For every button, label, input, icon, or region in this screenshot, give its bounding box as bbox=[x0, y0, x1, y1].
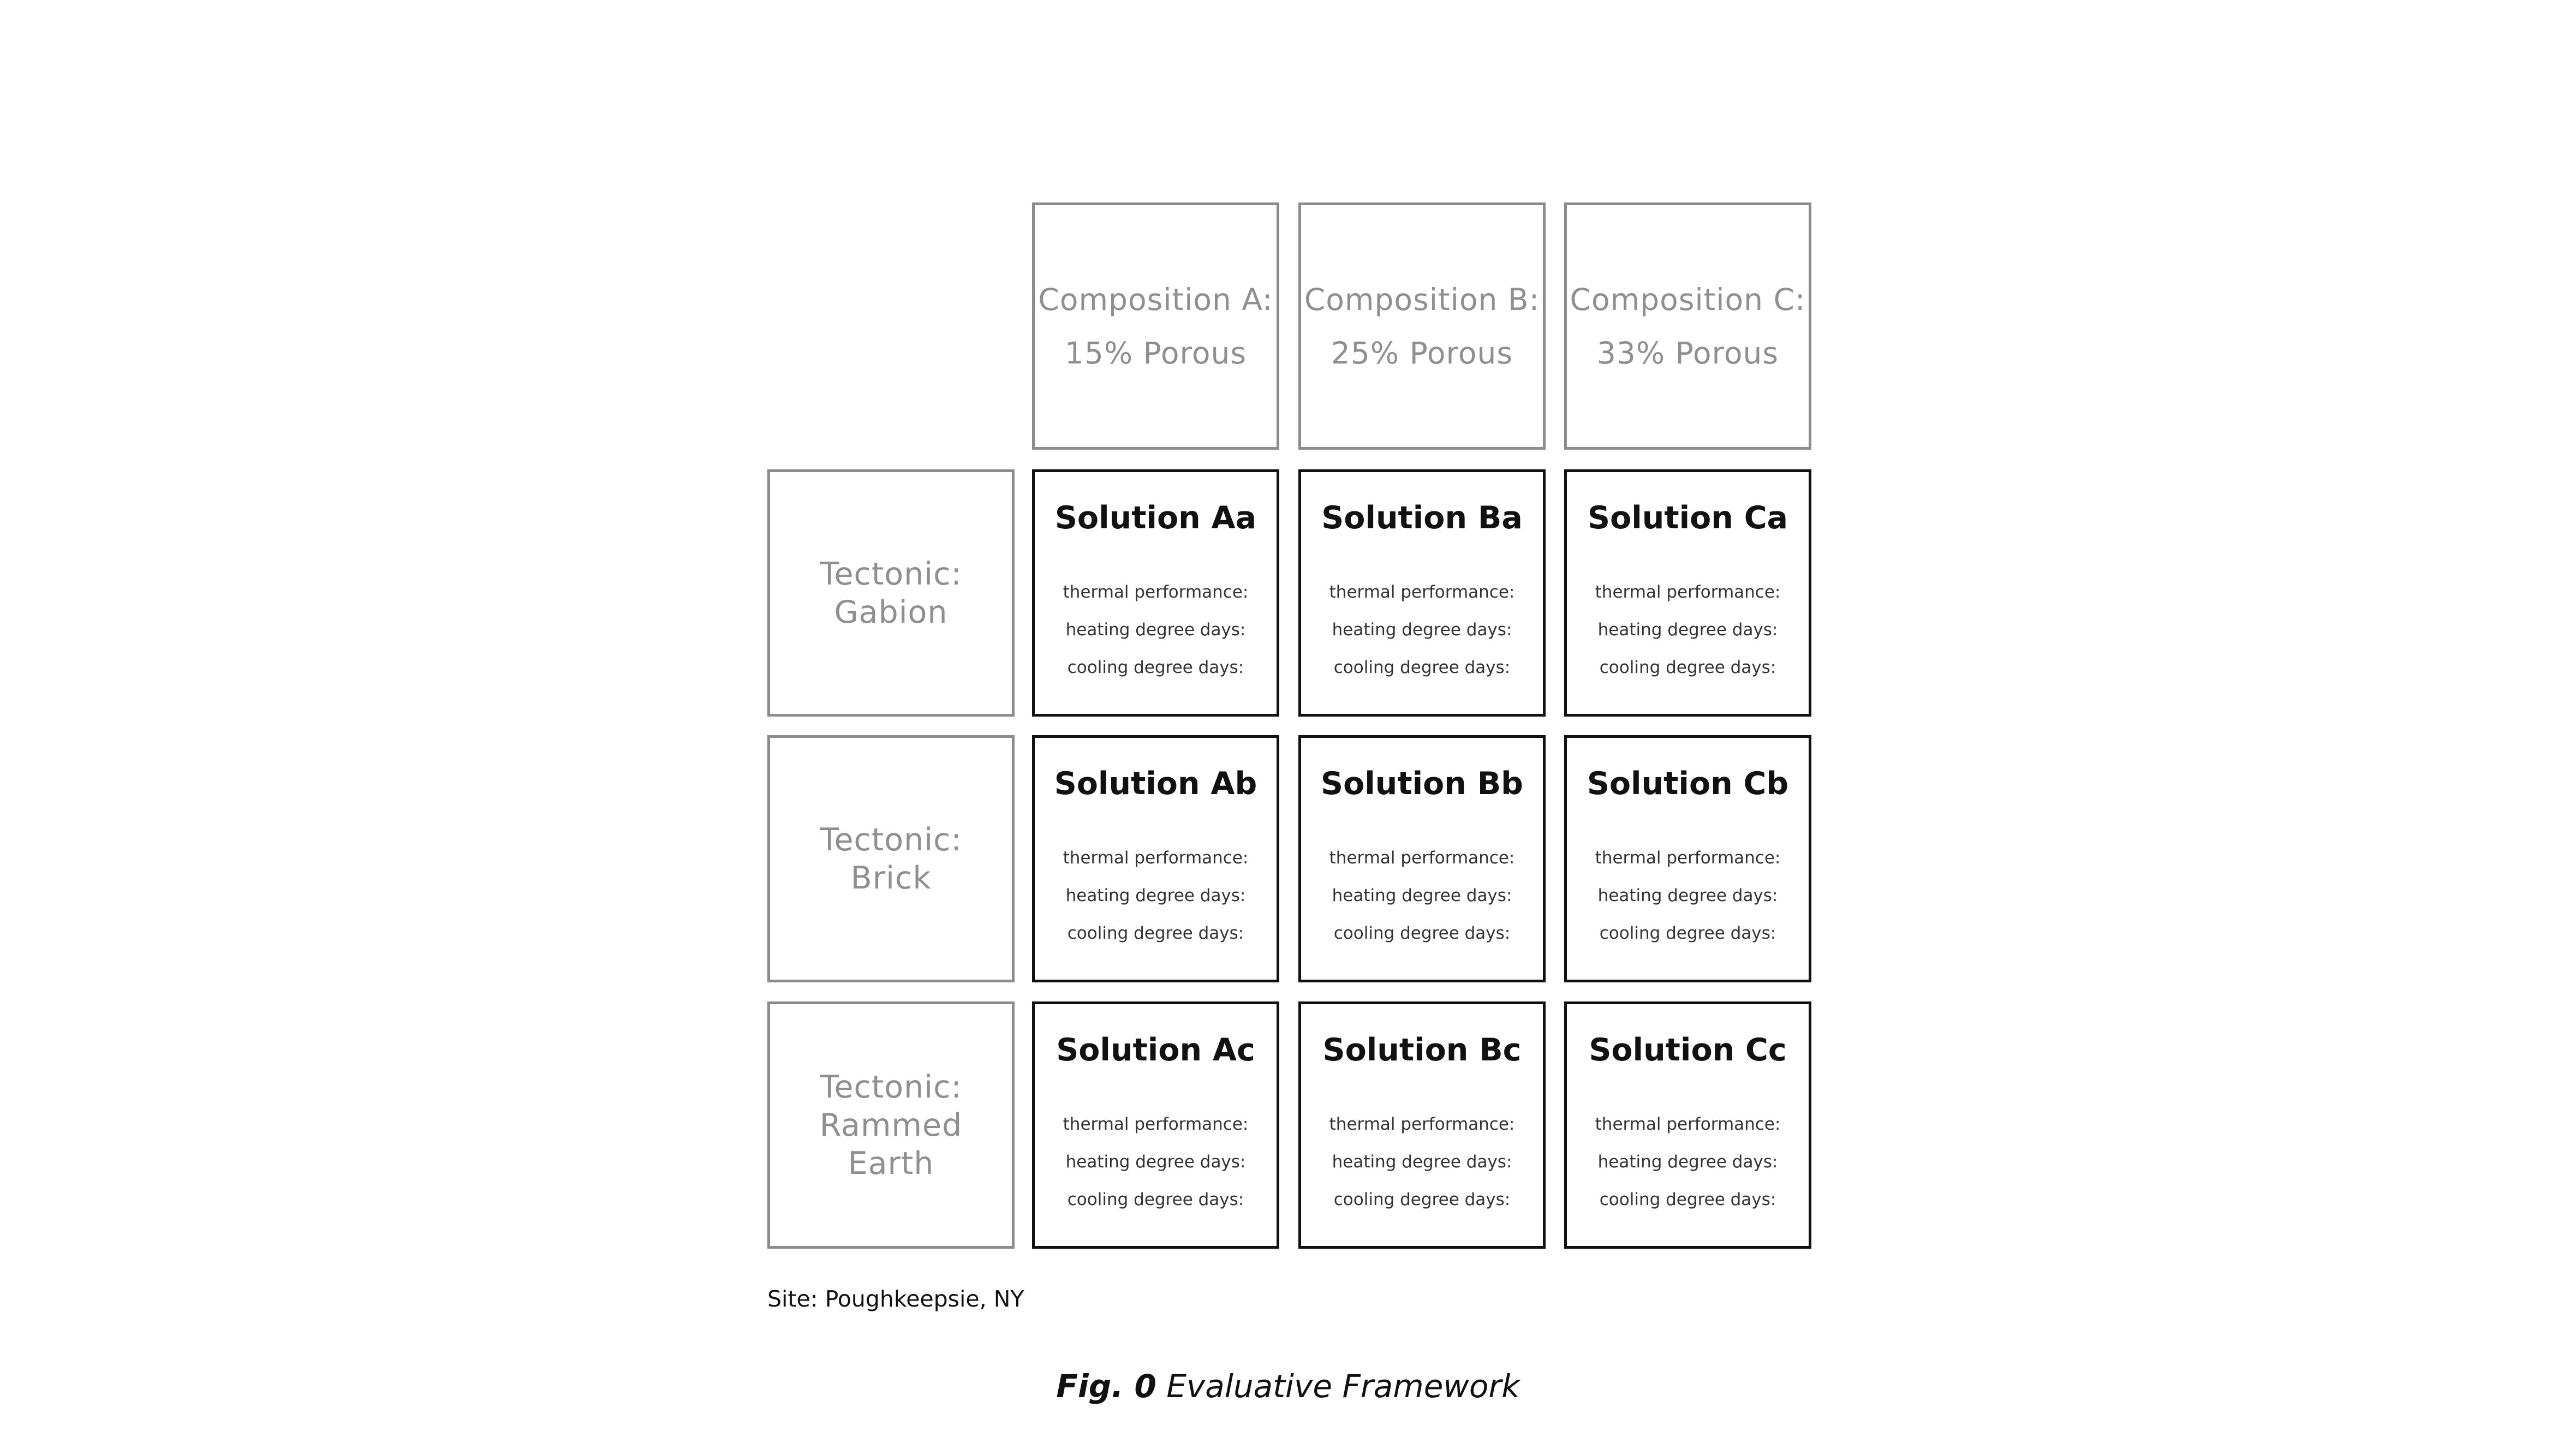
heating-degree-days-label: heating degree days: bbox=[1597, 886, 1778, 905]
column-header-label: Composition A: bbox=[1038, 282, 1273, 317]
solution-title: Solution Ac bbox=[1056, 1032, 1255, 1068]
row-header-gabion: Tectonic: Gabion bbox=[767, 469, 1015, 717]
row-header-label: Tectonic: bbox=[820, 1069, 962, 1105]
heating-degree-days-label: heating degree days: bbox=[1597, 1152, 1778, 1172]
heating-degree-days-label: heating degree days: bbox=[1065, 1152, 1246, 1172]
site-label: Site: Poughkeepsie, NY bbox=[767, 1286, 1024, 1312]
cooling-degree-days-label: cooling degree days: bbox=[1599, 923, 1776, 943]
thermal-performance-label: thermal performance: bbox=[1595, 848, 1781, 868]
solution-title: Solution Ab bbox=[1054, 766, 1257, 802]
column-header-porosity: 25% Porous bbox=[1331, 335, 1513, 371]
row-header-label: Tectonic: bbox=[820, 556, 962, 592]
solution-cell-aa: Solution Aa thermal performance: heating… bbox=[1032, 469, 1279, 717]
heating-degree-days-label: heating degree days: bbox=[1065, 886, 1246, 905]
figure-number: Fig. 0 bbox=[1056, 1368, 1156, 1405]
row-header-material: Brick bbox=[850, 860, 932, 896]
column-header-composition-a: Composition A: 15% Porous bbox=[1032, 202, 1279, 450]
heating-degree-days-label: heating degree days: bbox=[1332, 620, 1512, 640]
column-header-composition-c: Composition C: 33% Porous bbox=[1564, 202, 1811, 450]
solution-title: Solution Ba bbox=[1321, 500, 1523, 536]
figure-title: Evaluative Framework bbox=[1166, 1368, 1520, 1405]
solution-cell-ba: Solution Ba thermal performance: heating… bbox=[1298, 469, 1546, 717]
heating-degree-days-label: heating degree days: bbox=[1065, 620, 1246, 640]
thermal-performance-label: thermal performance: bbox=[1063, 848, 1249, 868]
row-header-material-2: Earth bbox=[848, 1145, 934, 1182]
solution-cell-cb: Solution Cb thermal performance: heating… bbox=[1564, 735, 1811, 982]
thermal-performance-label: thermal performance: bbox=[1595, 582, 1781, 602]
column-header-label: Composition C: bbox=[1570, 282, 1806, 317]
thermal-performance-label: thermal performance: bbox=[1595, 1114, 1781, 1134]
cooling-degree-days-label: cooling degree days: bbox=[1067, 1190, 1244, 1209]
column-header-composition-b: Composition B: 25% Porous bbox=[1298, 202, 1546, 450]
solution-cell-bb: Solution Bb thermal performance: heating… bbox=[1298, 735, 1546, 982]
heating-degree-days-label: heating degree days: bbox=[1332, 886, 1512, 905]
thermal-performance-label: thermal performance: bbox=[1329, 848, 1515, 868]
thermal-performance-label: thermal performance: bbox=[1329, 1114, 1515, 1134]
thermal-performance-label: thermal performance: bbox=[1063, 582, 1249, 602]
solution-title: Solution Ca bbox=[1588, 500, 1788, 536]
cooling-degree-days-label: cooling degree days: bbox=[1067, 923, 1244, 943]
solution-title: Solution Bc bbox=[1322, 1032, 1522, 1068]
row-header-brick: Tectonic: Brick bbox=[767, 735, 1015, 982]
row-header-material: Rammed bbox=[819, 1107, 963, 1143]
column-header-porosity: 33% Porous bbox=[1596, 335, 1779, 371]
solution-title: Solution Cc bbox=[1589, 1032, 1787, 1068]
column-header-porosity: 15% Porous bbox=[1064, 335, 1247, 371]
cooling-degree-days-label: cooling degree days: bbox=[1333, 923, 1511, 943]
row-header-label: Tectonic: bbox=[820, 821, 962, 858]
cooling-degree-days-label: cooling degree days: bbox=[1599, 1190, 1776, 1209]
solution-title: Solution Cb bbox=[1587, 766, 1789, 802]
thermal-performance-label: thermal performance: bbox=[1063, 1114, 1249, 1134]
heating-degree-days-label: heating degree days: bbox=[1332, 1152, 1512, 1172]
thermal-performance-label: thermal performance: bbox=[1329, 582, 1515, 602]
cooling-degree-days-label: cooling degree days: bbox=[1333, 658, 1511, 677]
cooling-degree-days-label: cooling degree days: bbox=[1067, 658, 1244, 677]
solution-cell-ac: Solution Ac thermal performance: heating… bbox=[1032, 1001, 1279, 1249]
solution-title: Solution Aa bbox=[1054, 500, 1257, 536]
row-header-rammed-earth: Tectonic: Rammed Earth bbox=[767, 1001, 1015, 1249]
column-header-label: Composition B: bbox=[1304, 282, 1540, 317]
heating-degree-days-label: heating degree days: bbox=[1597, 620, 1778, 640]
solution-cell-ab: Solution Ab thermal performance: heating… bbox=[1032, 735, 1279, 982]
figure-caption: Fig. 0 Evaluative Framework bbox=[0, 1364, 2576, 1408]
cooling-degree-days-label: cooling degree days: bbox=[1333, 1190, 1511, 1209]
solution-cell-cc: Solution Cc thermal performance: heating… bbox=[1564, 1001, 1811, 1249]
solution-title: Solution Bb bbox=[1321, 766, 1523, 802]
row-header-material: Gabion bbox=[834, 594, 948, 630]
solution-cell-bc: Solution Bc thermal performance: heating… bbox=[1298, 1001, 1546, 1249]
cooling-degree-days-label: cooling degree days: bbox=[1599, 658, 1776, 677]
solution-cell-ca: Solution Ca thermal performance: heating… bbox=[1564, 469, 1811, 717]
